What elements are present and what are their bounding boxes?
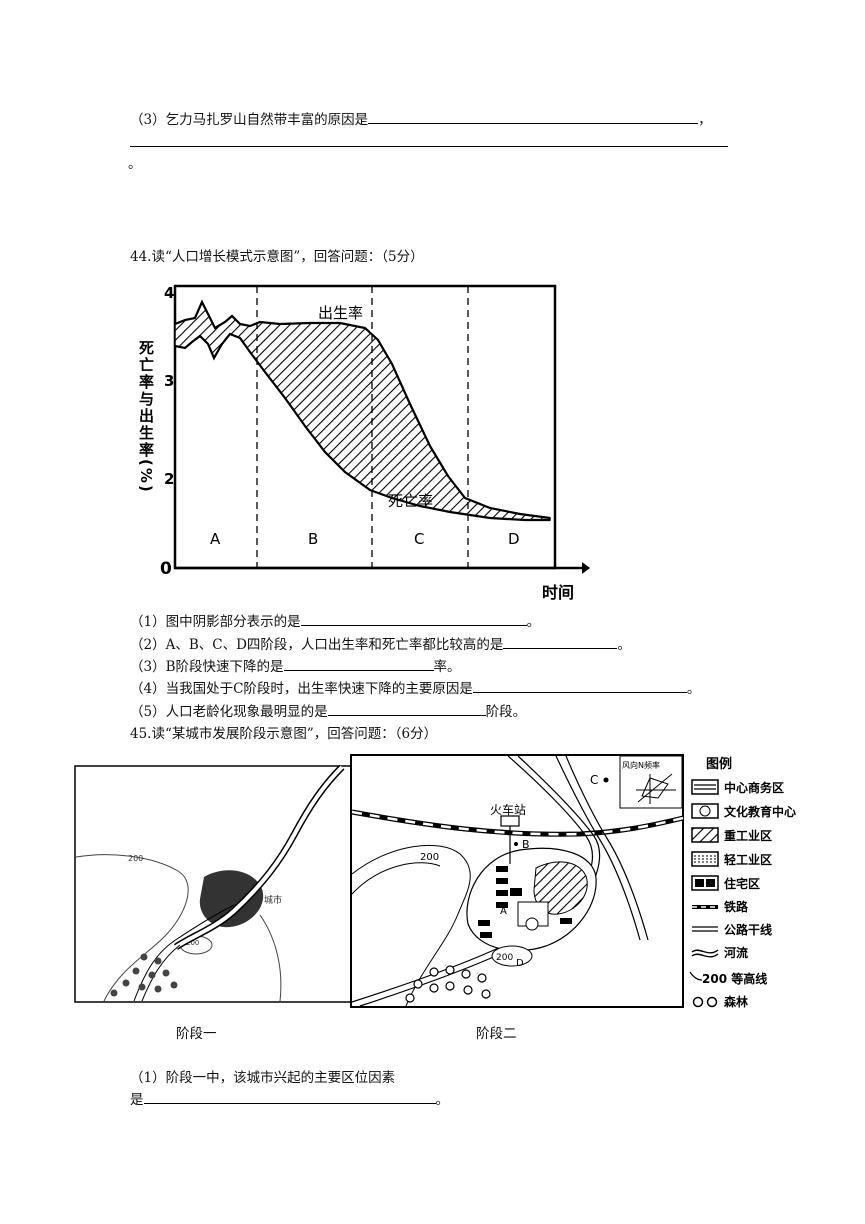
wind-rose-box [619, 755, 683, 809]
train-station-icon [500, 815, 520, 827]
river-inner [174, 765, 344, 949]
q44-question-2: （2）A、B、C、D四阶段，人口出生率和死亡率都比较高的是。 [130, 633, 631, 653]
q44-question-4: （4）当我国处于C阶段时，出生率快速下降的主要原因是。 [130, 677, 700, 697]
legend-forest-icon [692, 996, 704, 1008]
q44-title: 44.读“人口增长模式示意图”，回答问题：（5分） [130, 249, 424, 265]
answer-line[interactable] [130, 146, 728, 147]
wind-rose-label: 风向N频率 [622, 760, 660, 770]
legend-label: 铁路 [724, 899, 749, 914]
legend-contour-icon [689, 971, 703, 981]
q45-question-1-a: （1）阶段一中，该城市兴起的主要区位因素 [130, 1070, 396, 1086]
contour-label: 200 [420, 852, 439, 863]
point-c-label: C [590, 773, 598, 787]
stage-label: A [210, 530, 221, 548]
legend-label: 森林 [724, 994, 748, 1009]
highway [555, 755, 641, 941]
y-tick: 0 [160, 559, 172, 579]
death-rate-line [174, 332, 550, 522]
legend-label: 住宅区 [724, 876, 760, 891]
q44-question-3: （3）B阶段快速下降的是率。 [130, 655, 461, 675]
legend-label: 200 等高线 [702, 971, 767, 986]
contour-line [351, 862, 441, 895]
map-stage-two: 200 火车站 200 B A D C 风向N频率 [350, 754, 684, 1008]
stage-label: B [308, 530, 318, 548]
railway-dash [351, 810, 684, 836]
answer-blank[interactable] [300, 611, 527, 626]
forest [405, 965, 491, 1003]
contour-label: 200 [496, 953, 513, 963]
map-legend: 图例 中心商务区 文化教育中心 重工业区 轻工业区 住宅区 铁路 公路干线 河流… [689, 756, 796, 1009]
answer-blank[interactable] [472, 678, 687, 693]
road [133, 904, 235, 1002]
q43-3-end: 。 [128, 156, 142, 172]
city-area [199, 870, 264, 928]
contour-line [259, 914, 282, 1002]
point-b-label: B [522, 838, 530, 851]
legend-heavy-industry-icon [691, 827, 719, 843]
legend-label: 轻工业区 [724, 852, 772, 867]
birth-rate-line [174, 299, 551, 520]
x-axis-label: 时间 [542, 583, 574, 602]
death-rate-label: 死亡率 [388, 492, 433, 510]
y-axis-label: 死亡率与出生率(%) [137, 340, 155, 494]
population-growth-chart: 4 3 2 0 死亡率与出生率(%) 出生率 死亡率 A B C D 时间 [137, 284, 590, 602]
answer-blank[interactable] [368, 109, 699, 124]
x-axis-arrow [582, 562, 590, 574]
legend-label: 文化教育中心 [724, 804, 796, 819]
forest [110, 953, 178, 997]
birth-rate-label: 出生率 [318, 304, 363, 322]
stage-label: D [508, 530, 520, 548]
culture-center [525, 917, 539, 931]
point-b-dot [514, 842, 518, 846]
q44-question-5: （5）人口老龄化现象最明显的是阶段。 [130, 700, 526, 720]
legend-culture-icon [691, 803, 719, 819]
legend-river-icon [691, 949, 719, 954]
legend-label: 重工业区 [724, 828, 772, 843]
legend-label: 中心商务区 [724, 780, 784, 795]
y-tick: 3 [164, 372, 174, 390]
cbd [510, 888, 522, 896]
city-label: 城市 [264, 894, 282, 906]
q45-title: 45.读“某城市发展阶段示意图”，回答问题：（6分） [130, 726, 438, 742]
legend-title: 图例 [706, 756, 732, 772]
q44-question-1: （1）图中阴影部分表示的是。 [130, 610, 540, 630]
point-a-label: A [500, 906, 507, 917]
point-c-dot [603, 777, 609, 783]
contour-label: 200 [186, 939, 199, 947]
contour-line [75, 854, 189, 1002]
road [141, 944, 181, 1002]
highway [565, 755, 649, 941]
wind-rose-icon [636, 773, 676, 804]
answer-blank[interactable] [143, 1089, 436, 1104]
contour-label: 200 [128, 854, 143, 863]
answer-blank[interactable] [327, 701, 486, 716]
map2-caption: 阶段二 [476, 1026, 517, 1042]
contour-hill [491, 945, 533, 967]
q43-3-text: （3）乞力马扎罗山自然带丰富的原因是， [130, 108, 712, 128]
y-tick: 4 [164, 284, 174, 302]
map-stage-one: 200 200 城市 [74, 765, 359, 1003]
legend-label: 河流 [723, 945, 748, 960]
answer-blank[interactable] [283, 656, 434, 671]
answer-blank[interactable] [503, 634, 618, 649]
point-d-label: D [516, 958, 524, 969]
legend-cbd-icon [691, 779, 719, 795]
contour-line [351, 844, 471, 1007]
map1-caption: 阶段一 [176, 1026, 217, 1042]
legend-label: 公路干线 [724, 922, 772, 937]
residential-zone [478, 866, 572, 938]
y-tick: 2 [164, 470, 174, 488]
stage-label: C [414, 530, 424, 548]
q45-question-1-b: 是。 [130, 1088, 449, 1108]
train-station-label: 火车站 [490, 802, 526, 817]
